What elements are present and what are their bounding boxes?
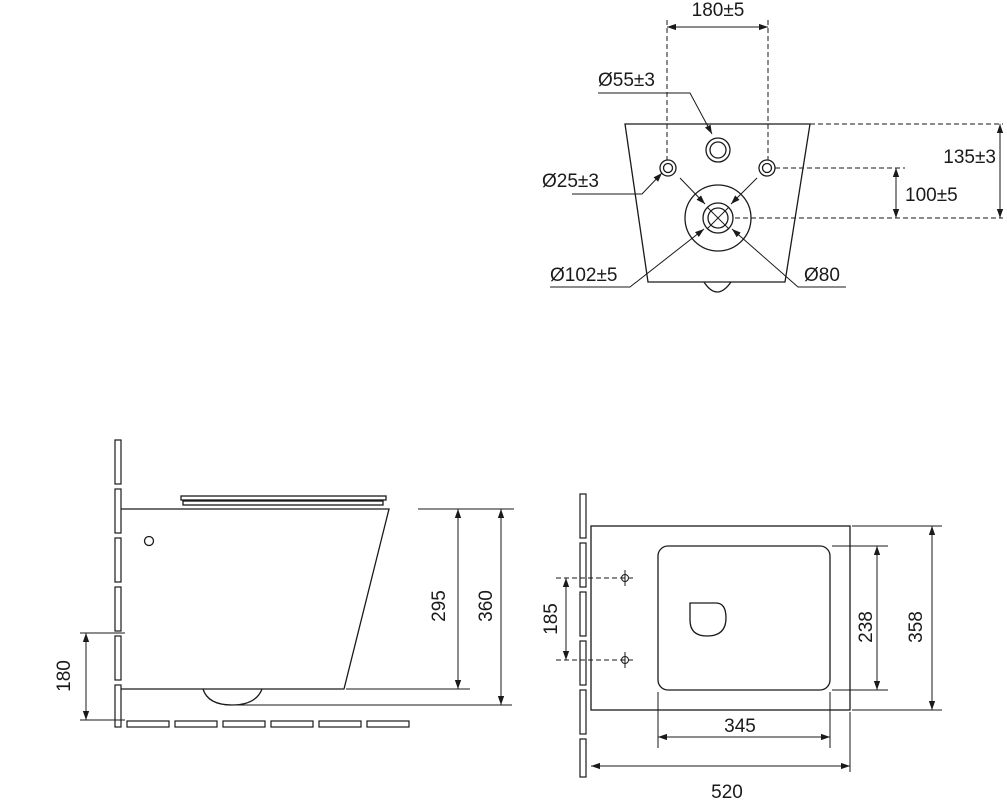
dim-total-width: 358 <box>906 611 927 643</box>
dim-bolts-to-outlet: 100±5 <box>905 185 958 206</box>
bolt-hole-right <box>758 159 776 177</box>
seat-ring <box>182 500 384 506</box>
dim-bolt-holes: Ø25±3 <box>542 171 599 192</box>
dim-total-height: 360 <box>476 590 497 622</box>
dim-outlet-inner: Ø80 <box>804 265 840 286</box>
dim-bolt-spacing: 185 <box>541 603 562 635</box>
plan-view: 185 238 358 345 520 <box>541 493 942 800</box>
side-view-body <box>121 508 390 690</box>
side-view: 180 295 360 <box>54 439 514 728</box>
dim-top-to-outlet: 135±3 <box>943 147 996 168</box>
plan-view-bowl <box>657 545 831 691</box>
side-view-outlet <box>202 688 263 706</box>
dim-inlet-spacing: 180±5 <box>692 0 745 21</box>
outlet-inner <box>702 202 734 234</box>
rear-view-outline <box>624 123 811 283</box>
dim-outlet-height: 180 <box>54 660 75 692</box>
dim-outlet-outer: Ø102±5 <box>550 265 617 286</box>
dim-body-height: 295 <box>429 590 450 622</box>
bolt-hole-left <box>659 159 677 177</box>
rear-view: 180±5 Ø55±3 Ø25±3 Ø102±5 Ø80 135±3 100±5 <box>542 0 1004 293</box>
dim-bowl-length: 345 <box>724 716 756 737</box>
plan-view-drain <box>689 602 727 637</box>
dim-flush-pipe: Ø55±3 <box>598 70 655 91</box>
dim-total-length: 520 <box>711 782 743 800</box>
rear-view-base <box>703 281 732 293</box>
dim-bowl-depth: 238 <box>856 611 877 643</box>
side-inlet-hole <box>143 535 155 547</box>
seat-lid <box>180 495 387 501</box>
flush-inlet-outer <box>705 137 731 163</box>
flush-inlet-inner <box>709 141 727 159</box>
plan-view-body <box>590 525 851 711</box>
